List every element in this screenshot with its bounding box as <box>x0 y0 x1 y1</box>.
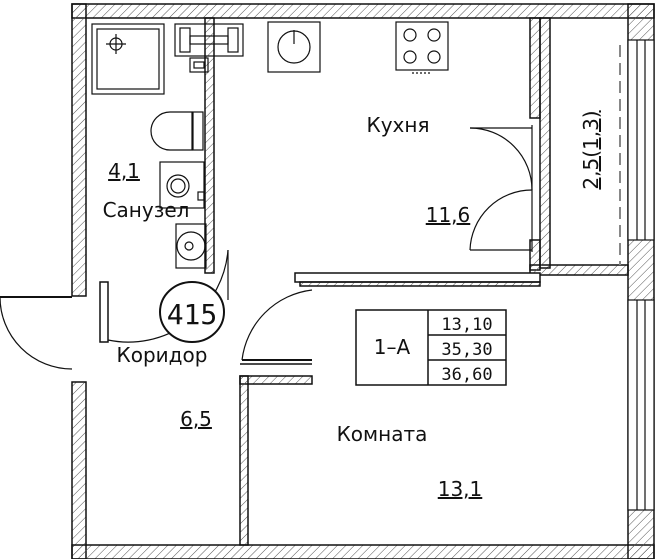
apartment-number: 415 <box>167 298 218 331</box>
area-value-1: 13,10 <box>441 315 492 335</box>
kitchen-counter-icon <box>174 23 244 73</box>
room-name: Комната <box>337 422 428 446</box>
doors <box>0 125 533 370</box>
sink-icon <box>175 223 207 269</box>
area-value-3: 36,60 <box>441 365 492 385</box>
corridor-name: Коридор <box>117 343 208 367</box>
balcony-area: 2,5(1,3) <box>579 110 603 189</box>
bathroom-name: Санузел <box>103 198 190 222</box>
interior-walls <box>99 17 629 546</box>
apartment-number-circle <box>159 281 225 343</box>
bathroom-area: 4,1 <box>108 159 140 183</box>
kitchen-name: Кухня <box>367 113 430 137</box>
toilet-icon <box>150 111 204 151</box>
stove-icon <box>395 21 449 74</box>
apartment-type: 1–А <box>374 335 411 359</box>
windows <box>627 39 655 511</box>
kitchen-area: 11,6 <box>426 203 471 227</box>
washing-machine-icon <box>159 161 205 209</box>
corridor-area: 6,5 <box>180 407 212 431</box>
area-value-2: 35,30 <box>441 340 492 360</box>
apartment-info-table <box>355 309 507 386</box>
room-area: 13,1 <box>438 477 483 501</box>
kitchen-sink-icon <box>267 21 321 73</box>
shower-tray-icon <box>91 23 165 95</box>
